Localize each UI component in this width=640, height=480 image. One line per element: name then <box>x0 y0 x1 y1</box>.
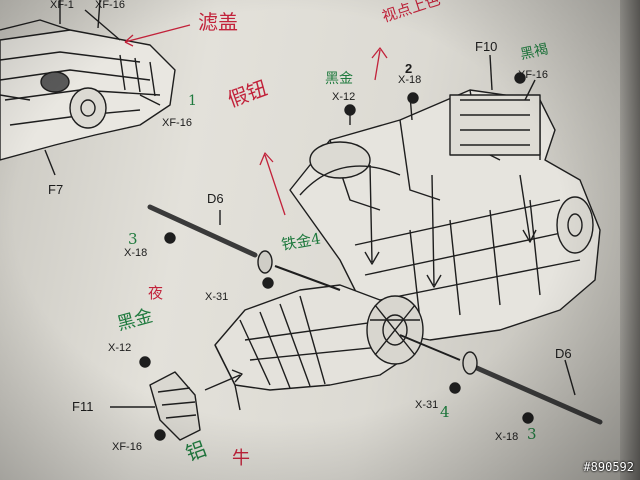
number-3-right: 3 <box>527 425 537 443</box>
label-x12-top: X-12 <box>332 91 356 103</box>
number-3-left: 3 <box>128 230 138 248</box>
label-x18-right: X-18 <box>495 431 519 443</box>
leader-xf16-left <box>139 94 161 106</box>
note-green-gun: 黑金 <box>325 71 353 87</box>
leader-xf16-f10 <box>524 79 536 101</box>
f7-assembly <box>0 0 176 161</box>
gearbox <box>214 284 424 411</box>
label-xf16-top: XF-16 <box>95 0 125 11</box>
label-xf16-left: XF-16 <box>162 117 192 129</box>
arrow-top-red <box>124 24 191 43</box>
label-f10: F10 <box>475 39 498 54</box>
arrow-f11 <box>204 369 243 391</box>
note-bottom-red: 牛 <box>232 448 250 469</box>
label-x31-left: X-31 <box>205 291 229 303</box>
number-1: 1 <box>188 93 197 109</box>
label-f11: F11 <box>72 399 94 414</box>
screws-f11 <box>139 356 166 441</box>
leader-f7-left <box>0 94 31 101</box>
label-d6-left: D6 <box>207 191 224 206</box>
note-left-red: 夜 <box>148 284 164 302</box>
arrow-mid-red <box>259 152 286 216</box>
label-f7: F7 <box>48 182 64 197</box>
label-x31-right: X-31 <box>415 399 439 411</box>
label-xf16-f11: XF-16 <box>112 441 142 453</box>
leader-xf16-top <box>84 9 121 41</box>
number-4: 4 <box>440 403 450 421</box>
watermark: #890592 <box>583 460 634 474</box>
arrow-down-2 <box>426 174 442 288</box>
f11-cover <box>110 371 201 441</box>
page-edge <box>620 0 640 480</box>
arrow-down-3 <box>519 174 537 243</box>
label-xf1-top: XF-1 <box>50 0 74 11</box>
d6-shaft-left <box>147 204 341 291</box>
label-x18-left: X-18 <box>124 247 148 259</box>
label-x18-top: X-18 <box>398 74 422 86</box>
arrow-top-right-red <box>371 47 388 81</box>
d6-shaft-right <box>399 334 603 425</box>
assembly-diagram <box>0 0 603 441</box>
screws-top <box>344 72 526 116</box>
note-top-red: 滤盖 <box>198 10 238 34</box>
label-d6-right: D6 <box>555 346 572 361</box>
leader-f10 <box>489 54 493 91</box>
leader-f7 <box>44 149 56 176</box>
arrow-down-1 <box>364 164 380 265</box>
label-xf16-f10: XF-16 <box>518 69 548 81</box>
number-2: 2 <box>405 61 413 76</box>
label-x12-f11: X-12 <box>108 342 132 354</box>
engine-block <box>289 89 601 341</box>
